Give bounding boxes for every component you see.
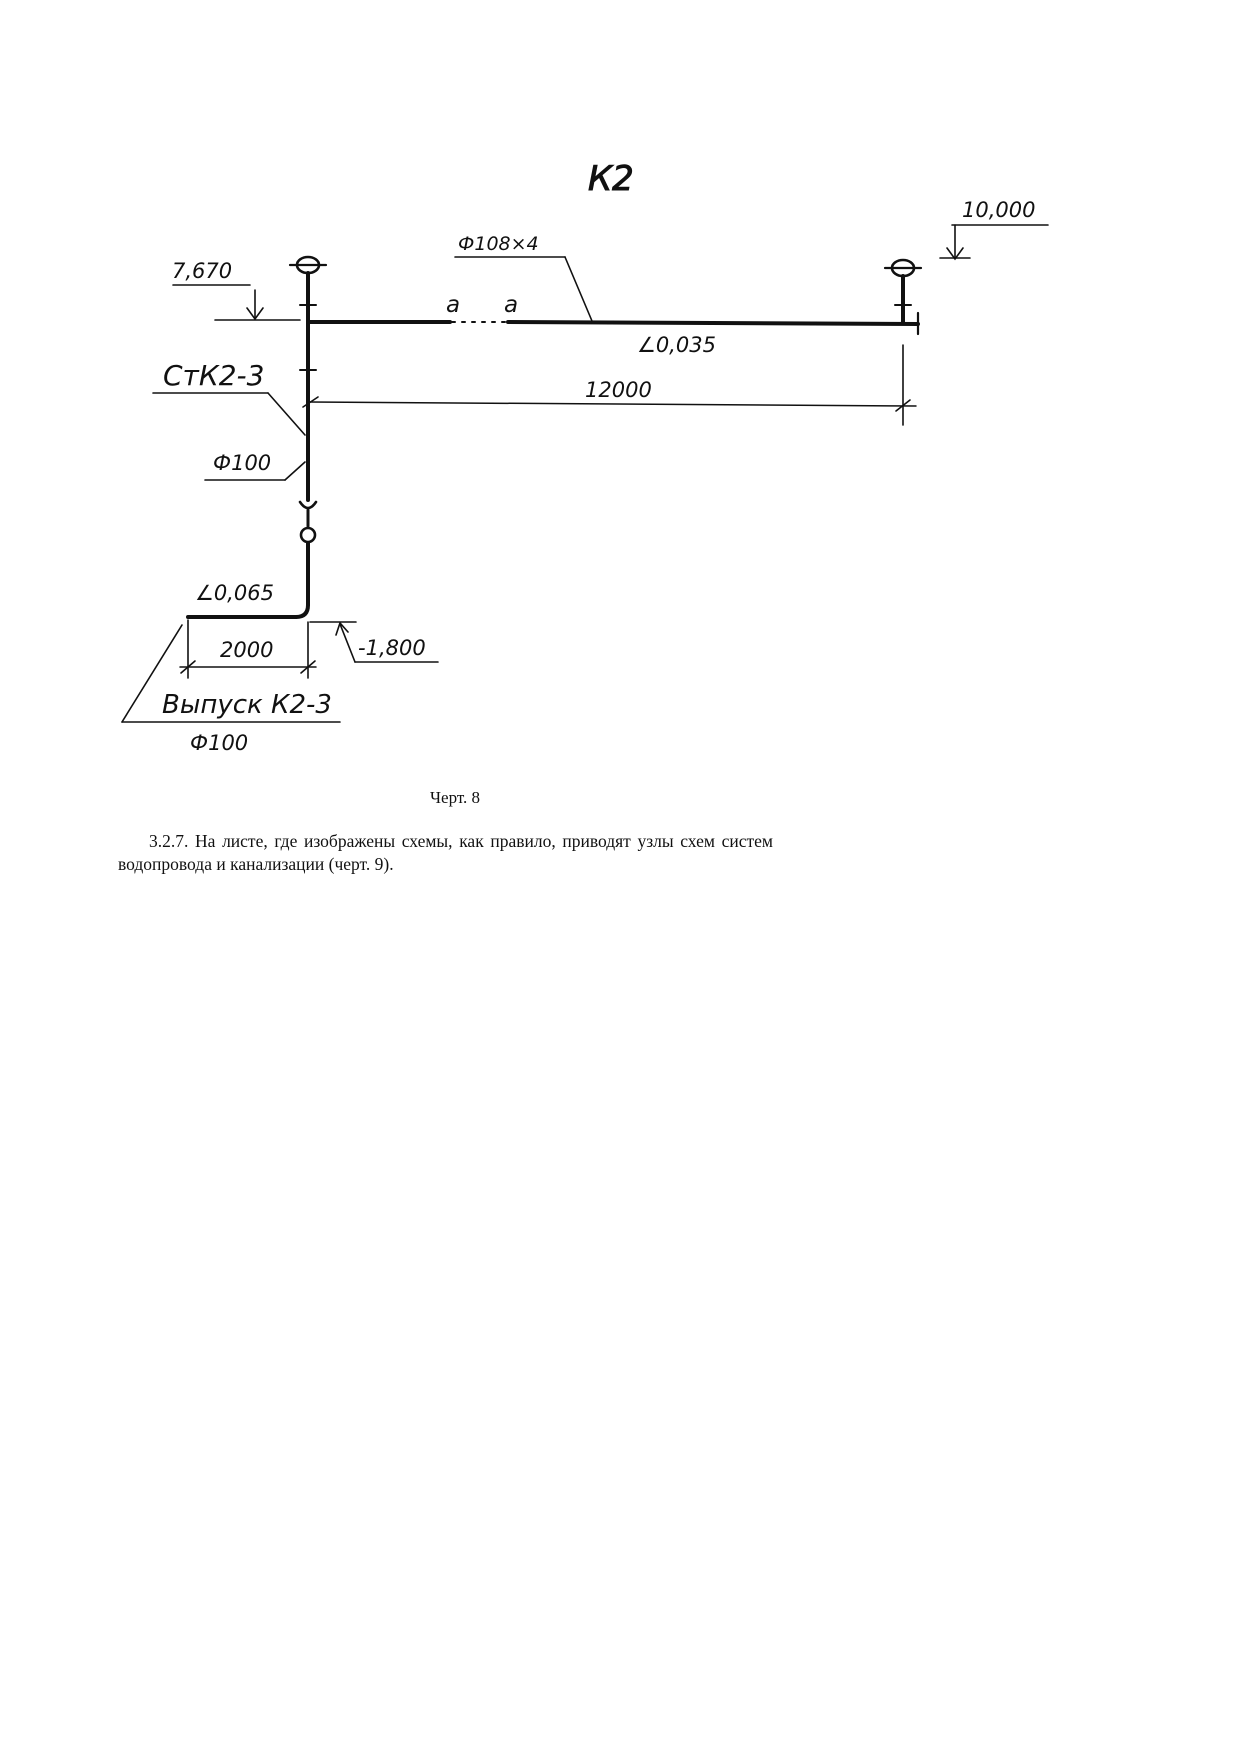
socket-fitting-icon [298, 500, 318, 510]
elev-top-right-arrow [946, 247, 964, 261]
elev-top-right-label: 10,000 [962, 198, 1035, 222]
dim-2000-label: 2000 [220, 638, 273, 662]
outlet-diam-label: Ф100 [190, 731, 248, 755]
dim-12000-line [309, 401, 917, 407]
figure-caption: Черт. 8 [429, 788, 481, 807]
slope-bottom-label: ∠0,065 [195, 581, 274, 605]
riser-diam-label: Ф100 [213, 451, 271, 475]
riser-diam-leader [284, 461, 306, 481]
section-mark-a1: а [446, 292, 460, 318]
elev-bottom-label: -1,800 [358, 636, 426, 660]
slope-top-label: ∠0,035 [637, 333, 716, 357]
elev-bottom-leader [339, 623, 356, 663]
revision-fitting-icon [299, 526, 317, 544]
pipe-top-leader [564, 256, 593, 322]
dim-12000-label: 12000 [585, 378, 652, 402]
riser-leader [267, 392, 306, 436]
section-mark-a2: а [504, 292, 518, 318]
drawing-title: К2 [588, 159, 634, 199]
body-paragraph: 3.2.7. На листе, где изображены схемы, к… [118, 831, 773, 874]
outlet-label: Выпуск К2-3 [162, 690, 332, 720]
horizontal-pipe-right [506, 320, 920, 326]
riser-label: СтК2-3 [163, 359, 264, 392]
pipe-top-label: Ф108×4 [458, 233, 539, 255]
outlet-leader [121, 624, 183, 723]
elev-top-left-arrow [246, 307, 264, 321]
elev-bottom-arrow [335, 621, 349, 636]
sewer-scheme-drawing: К2 10,000 7,670 [121, 159, 1049, 755]
elev-top-left-label: 7,670 [172, 259, 232, 283]
